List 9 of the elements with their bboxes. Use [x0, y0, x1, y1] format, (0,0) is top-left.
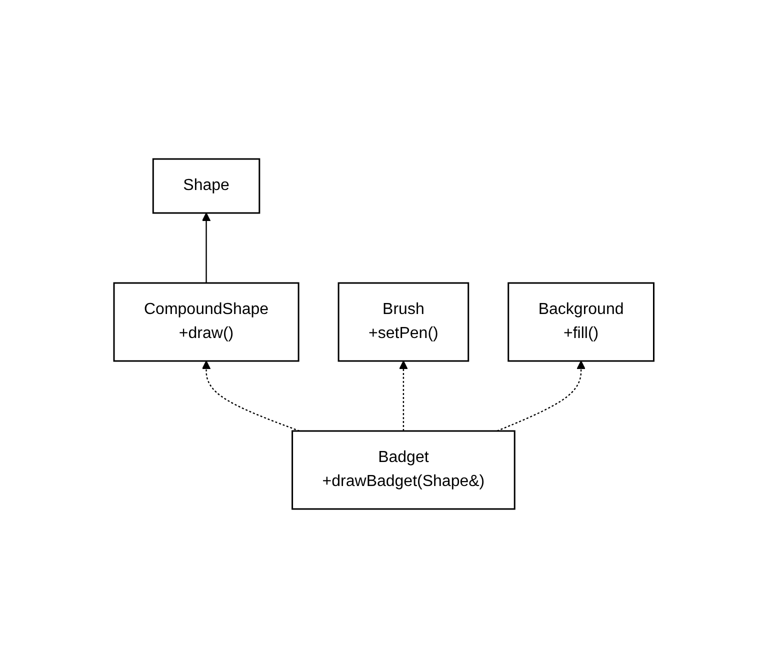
node-box: Background +fill() [508, 282, 655, 362]
node-box: Badget +drawBadget(Shape&) [292, 430, 516, 510]
arrow [496, 360, 586, 432]
node-box: Brush +setPen() [338, 282, 470, 362]
node-box: CompoundShape +draw() [113, 282, 300, 362]
arrow [202, 360, 300, 432]
arrow [399, 360, 408, 431]
arrow [202, 212, 211, 283]
node-box: Shape [152, 158, 260, 214]
